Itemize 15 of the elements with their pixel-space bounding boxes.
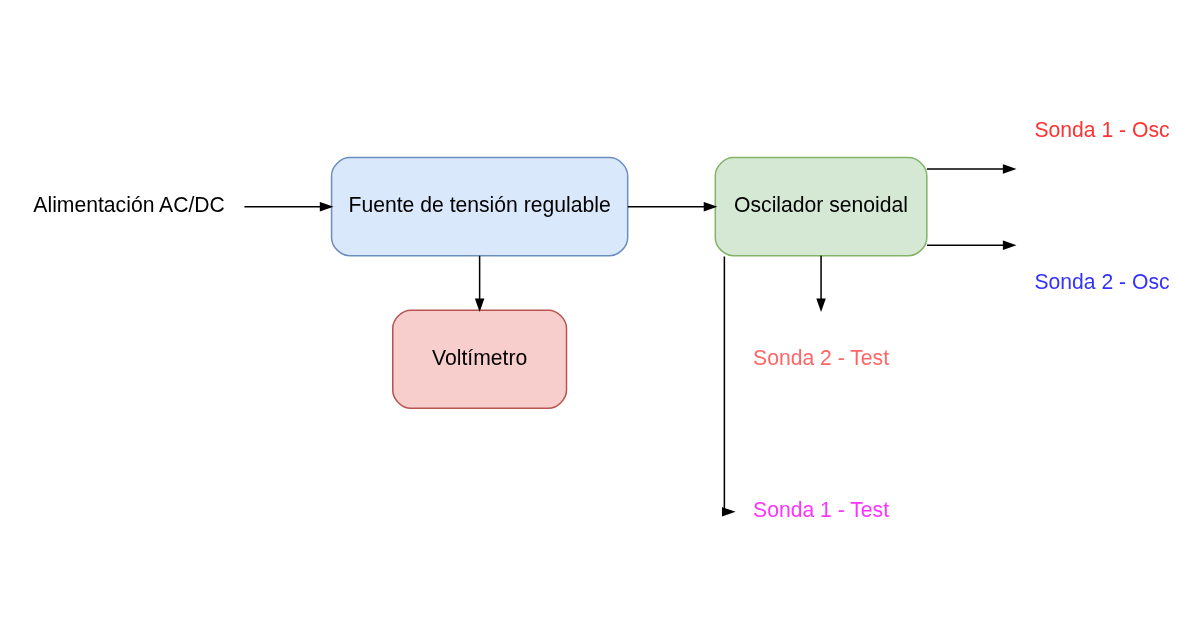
node-box: Voltímetro <box>392 309 568 410</box>
node-text: Sonda 1 - Osc <box>1034 117 1170 141</box>
arrow <box>926 164 1017 174</box>
node-text: Alimentación AC/DC <box>33 193 225 217</box>
node-box: Fuente de tensión regulable <box>330 156 629 257</box>
arrow <box>926 240 1017 250</box>
arrow <box>243 201 334 212</box>
arrow <box>721 255 736 517</box>
node-box: Oscilador senoidal <box>714 156 928 257</box>
arrow <box>474 255 485 312</box>
node-text: Sonda 1 - Test <box>753 498 890 522</box>
arrow <box>816 255 826 312</box>
arrow <box>627 201 718 212</box>
node-text: Sonda 2 - Test <box>753 345 890 369</box>
node-text: Sonda 2 - Osc <box>1034 270 1170 294</box>
